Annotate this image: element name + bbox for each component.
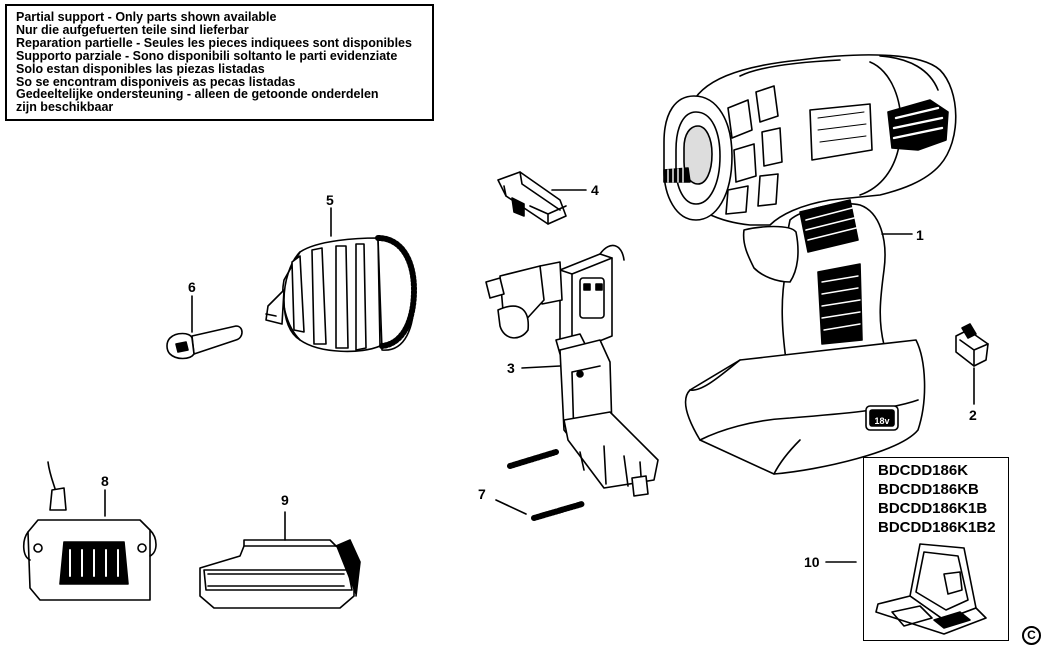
parts-availability-notice: Partial support - Only parts shown avail… [5,4,434,121]
chuck-screw-icon [166,325,243,360]
callout-number-6: 6 [188,279,196,295]
model-number: BDCDD186K1B [878,500,988,517]
notice-line: Solo estan disponibles las piezas listad… [16,61,265,76]
carry-case-icon [875,543,987,635]
callout-number-1: 1 [916,227,924,243]
chuck-icon [265,235,417,353]
model-list-box: BDCDD186K BDCDD186KB BDCDD186K1B BDCDD18… [863,457,1009,641]
switch-assembly-icon [485,244,659,497]
callout-number-3: 3 [507,360,515,376]
notice-line: Gedeeltelijke ondersteuning - alleen de … [16,87,379,102]
callout-number-10: 10 [804,554,820,570]
terminal-clip-icon [955,323,989,367]
notice-line: Reparation partielle - Seules les pieces… [16,35,412,50]
callout-number-9: 9 [281,492,289,508]
callout-leader-7 [495,499,527,515]
callout-number-7: 7 [478,486,486,502]
model-number: BDCDD186K1B2 [878,519,996,536]
callout-leader-3 [521,365,561,369]
reversing-button-icon [497,171,567,225]
model-number: BDCDD186K [878,462,969,479]
charger-icon [22,461,157,601]
notice-line: zijn beschikbaar [16,100,114,115]
spring-icon [507,449,585,521]
notice-line: So se encontram disponiveis as pecas lis… [16,74,296,89]
battery-pack-icon [199,539,361,609]
notice-line: Nur die aufgefuerten teile sind lieferba… [16,22,249,37]
callout-number-4: 4 [591,182,599,198]
notice-line: Supporto parziale - Sono disponibili sol… [16,48,398,63]
copyright-icon: C [1022,626,1041,645]
notice-line: Partial support - Only parts shown avail… [16,10,277,24]
model-number: BDCDD186KB [878,481,979,498]
callout-number-8: 8 [101,473,109,489]
battery-voltage-label: 18v [874,416,889,426]
drill-body-icon [663,54,957,475]
callout-number-5: 5 [326,192,334,208]
callout-number-2: 2 [969,407,977,423]
